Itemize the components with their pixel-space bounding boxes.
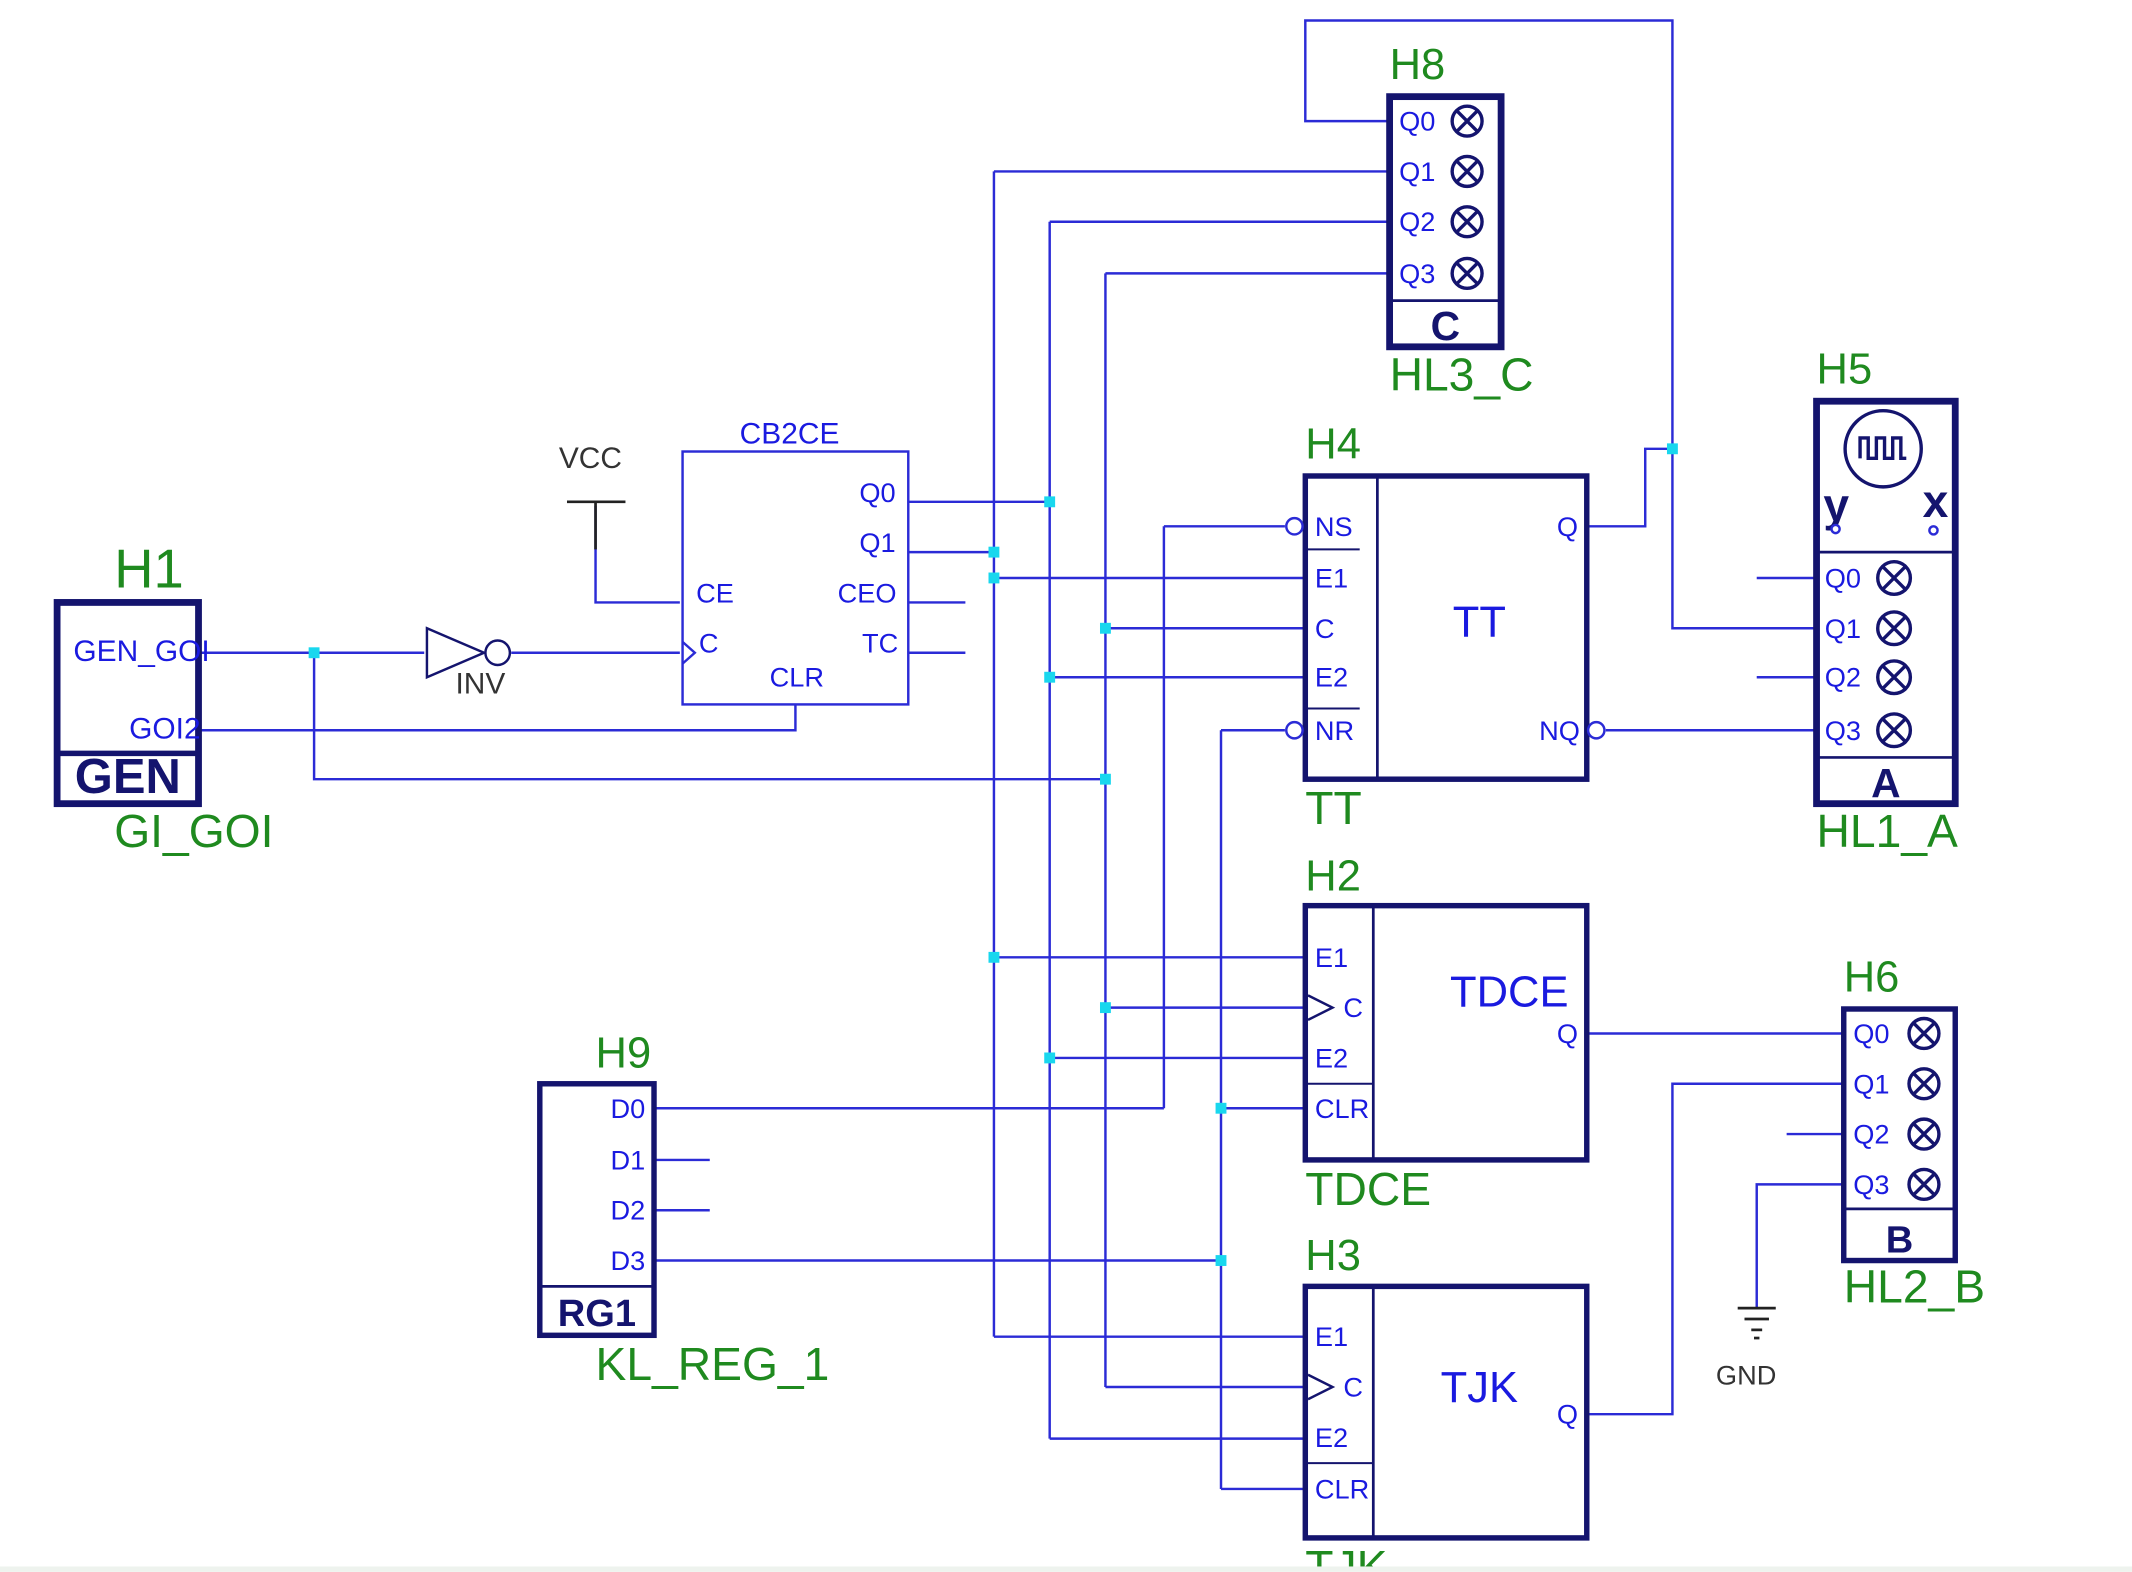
tt-pin-c: C (1315, 613, 1335, 644)
hl1-pin-q3: Q3 (1825, 715, 1861, 746)
cb2ce-pin-ce: CE (696, 577, 734, 608)
rg1-pin-d3: D3 (611, 1245, 646, 1276)
tt-name: TT (1453, 598, 1506, 646)
tt-pin-nq: NQ (1539, 715, 1580, 746)
gen-pin-goi2: GOI2 (129, 712, 200, 745)
tdce-ref: H2 (1305, 853, 1361, 901)
hl2-pin-q3: Q3 (1853, 1169, 1889, 1200)
tdce-pin-c: C (1343, 992, 1363, 1023)
tjk-pin-q: Q (1557, 1399, 1578, 1430)
hl2-name: B (1886, 1219, 1913, 1261)
hl1-axis-y: y (1823, 479, 1849, 531)
tjk-ref: H3 (1305, 1232, 1361, 1280)
tjk-label-clip: TJK (1305, 1541, 1387, 1572)
junctions (308, 443, 1678, 1266)
lamp-icon (1450, 104, 1484, 291)
bottom-strip (0, 1566, 2132, 1572)
hl3-pin-q2: Q2 (1399, 206, 1435, 237)
tdce-pin-clr: CLR (1315, 1093, 1369, 1124)
hl1-pin-q0: Q0 (1825, 562, 1861, 593)
tjk-label: TJK (1305, 1541, 1387, 1572)
cb2ce-pin-clr: CLR (770, 662, 824, 693)
rg1-label: KL_REG_1 (596, 1338, 830, 1390)
cb2ce-pin-c: C (699, 628, 719, 659)
wires (198, 19, 1935, 1491)
hl2-pin-q0: Q0 (1853, 1018, 1889, 1049)
hl1-name: A (1871, 760, 1900, 806)
tdce-flipflop[interactable]: H2 E1 C E2 CLR Q TDCE TDCE (1302, 853, 1590, 1215)
rg1-register[interactable]: H9 D0 D1 D2 D3 RG1 KL_REG_1 (537, 1029, 830, 1390)
rg1-pin-d1: D1 (611, 1144, 646, 1175)
cb2ce-pin-tc: TC (862, 628, 898, 659)
hl1-pin-q1: Q1 (1825, 613, 1861, 644)
hl2-ref: H6 (1844, 953, 1900, 1001)
hl1-label: HL1_A (1817, 805, 1958, 857)
cb2ce-name: CB2CE (740, 417, 840, 450)
hl1-pin-q2: Q2 (1825, 662, 1861, 693)
inv-name: INV (455, 668, 505, 701)
hl3-name: C (1431, 303, 1460, 349)
tt-ref: H4 (1305, 420, 1361, 468)
tjk-pin-c: C (1343, 1372, 1363, 1403)
gnd-name: GND (1716, 1359, 1776, 1390)
lamp-icon (1907, 1016, 1941, 1202)
tt-pin-e1: E1 (1315, 562, 1348, 593)
hl3-label: HL3_C (1390, 348, 1534, 400)
gen-ref: H1 (114, 538, 184, 599)
vcc-symbol: VCC (559, 442, 626, 550)
vcc-name: VCC (559, 442, 622, 475)
gen-block[interactable]: H1 GEN_GOI GOI2 GEN GI_GOI (53, 538, 273, 857)
cb2ce-counter[interactable]: CB2CE CE C CLR Q0 Q1 CEO TC (681, 417, 910, 706)
hl1-lamp-block[interactable]: H5 y x Q0 Q1 Q2 Q3 A HL1_A (1813, 346, 1959, 858)
rg1-pin-d0: D0 (611, 1093, 646, 1124)
hl2-lamp-block[interactable]: H6 Q0 Q1 Q2 Q3 B HL2_B (1841, 953, 1985, 1313)
hl2-label: HL2_B (1844, 1261, 1985, 1313)
tdce-name: TDCE (1450, 968, 1568, 1016)
hl1-axis-x: x (1923, 475, 1949, 527)
tdce-pin-e1: E1 (1315, 942, 1348, 973)
tjk-name: TJK (1441, 1364, 1518, 1412)
tt-flipflop[interactable]: H4 NS E1 C E2 NR Q NQ TT TT (1285, 420, 1606, 834)
hl3-pin-q1: Q1 (1399, 156, 1435, 187)
tjk-pin-e2: E2 (1315, 1422, 1348, 1453)
tt-pin-e2: E2 (1315, 662, 1348, 693)
tjk-flipflop[interactable]: H3 E1 C E2 CLR Q TJK (1302, 1232, 1590, 1541)
cb2ce-pin-ceo: CEO (838, 577, 897, 608)
hl2-pin-q2: Q2 (1853, 1119, 1889, 1150)
cb2ce-pin-q0: Q0 (859, 477, 895, 508)
tt-label: TT (1305, 782, 1361, 834)
oscilloscope-icon (1843, 409, 1923, 489)
tjk-pin-e1: E1 (1315, 1321, 1348, 1352)
rg1-name: RG1 (558, 1293, 636, 1335)
tt-pin-q: Q (1557, 511, 1578, 542)
tdce-label: TDCE (1305, 1163, 1431, 1215)
gnd-symbol: GND (1716, 1306, 1776, 1390)
hl1-ref: H5 (1817, 346, 1873, 394)
hl2-pin-q1: Q1 (1853, 1068, 1889, 1099)
gen-pin-gen-goi: GEN_GOI (73, 635, 209, 668)
rg1-ref: H9 (596, 1029, 652, 1077)
tdce-pin-q: Q (1557, 1018, 1578, 1049)
hl3-pin-q3: Q3 (1399, 258, 1435, 289)
cb2ce-pin-q1: Q1 (859, 527, 895, 558)
gen-label: GI_GOI (114, 805, 273, 857)
tt-pin-nr: NR (1315, 715, 1354, 746)
gen-name: GEN (75, 750, 181, 804)
lamp-icon (1876, 559, 1913, 749)
tt-pin-ns: NS (1315, 511, 1353, 542)
hl3-ref: H8 (1390, 41, 1446, 89)
tdce-pin-e2: E2 (1315, 1042, 1348, 1073)
rg1-pin-d2: D2 (611, 1195, 646, 1226)
hl3-pin-q0: Q0 (1399, 106, 1435, 137)
hl3-lamp-block[interactable]: H8 Q0 Q1 Q2 Q3 C HL3_C (1386, 41, 1534, 400)
tjk-pin-clr: CLR (1315, 1473, 1369, 1504)
inverter[interactable]: INV (425, 626, 512, 701)
